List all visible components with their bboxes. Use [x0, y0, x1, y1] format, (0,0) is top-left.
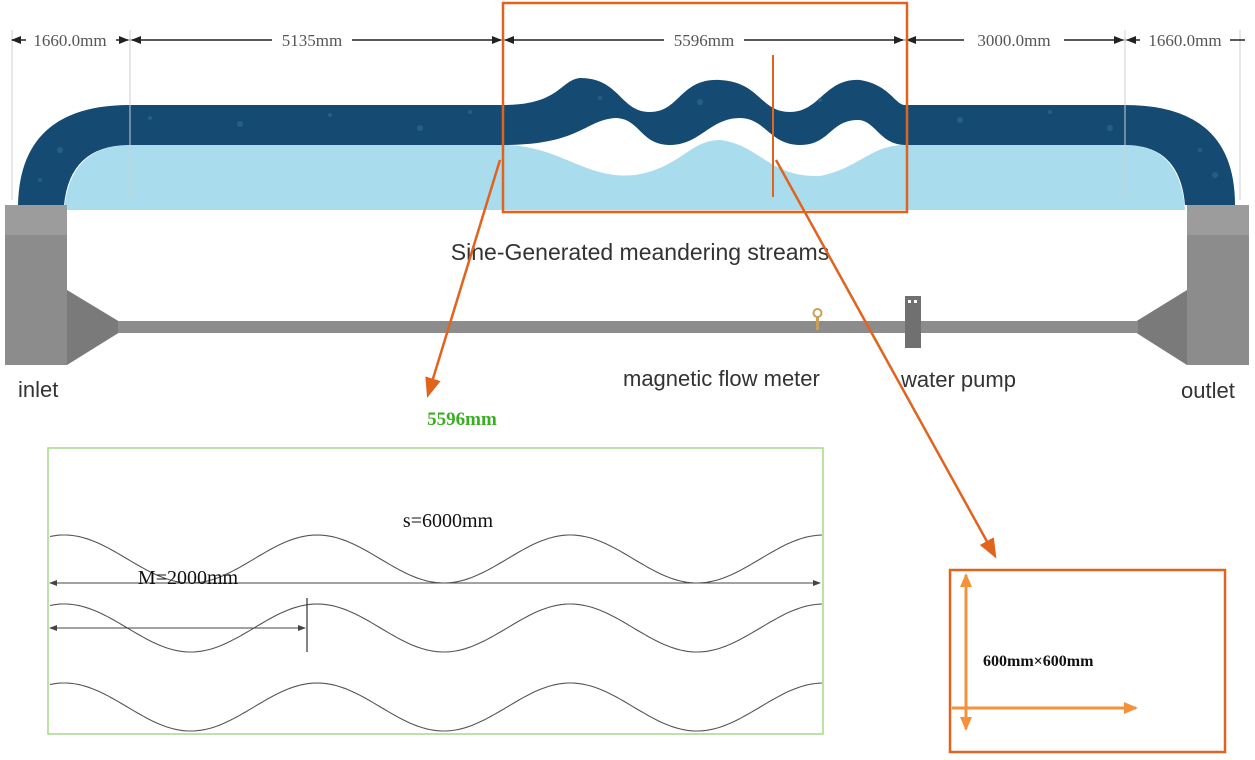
flow-meter-label: magnetic flow meter	[623, 366, 820, 391]
callout-arrow-section	[774, 159, 997, 559]
flow-meter-icon	[812, 308, 823, 330]
return-pipe	[118, 321, 1138, 333]
s-label: s=6000mm	[403, 510, 494, 532]
cross-section-size-label: 600mm×600mm	[983, 653, 1094, 670]
sine-curves	[49, 534, 823, 732]
outlet-label: outlet	[1181, 378, 1235, 403]
inlet-tank	[5, 205, 120, 365]
channel-water-band	[18, 78, 1235, 205]
dim-right-end: 1660.0mm	[1148, 31, 1221, 50]
dim-meander: 5596mm	[674, 31, 734, 50]
channel-inner-wall	[64, 140, 1185, 210]
water-pump-icon	[905, 296, 921, 348]
dim-left-end: 1660.0mm	[33, 31, 106, 50]
stream-title: Sine-Generated meandering streams	[451, 239, 829, 265]
detail-frame	[47, 447, 824, 735]
channel	[11, 30, 1241, 210]
dim-straight-out: 3000.0mm	[977, 31, 1050, 50]
meander-highlight-box	[501, 1, 909, 214]
m-label: M=2000mm	[138, 567, 239, 589]
extension-lines	[11, 30, 1241, 200]
outlet-tank	[1135, 205, 1249, 365]
cross-section-box	[948, 568, 1227, 754]
detail-width-label: 5596mm	[427, 409, 497, 430]
inlet-label: inlet	[18, 377, 58, 402]
water-texture	[38, 96, 1218, 182]
callout-arrow-detail	[425, 159, 502, 398]
sine-curve-lower	[49, 682, 823, 732]
water-pump-label: water pump	[900, 367, 1016, 392]
dimension-line: 1660.0mm 5135mm 5596mm 3000.0mm 1660.0mm	[11, 30, 1245, 50]
sine-curve-middle	[49, 603, 823, 653]
dim-straight-in: 5135mm	[282, 31, 342, 50]
